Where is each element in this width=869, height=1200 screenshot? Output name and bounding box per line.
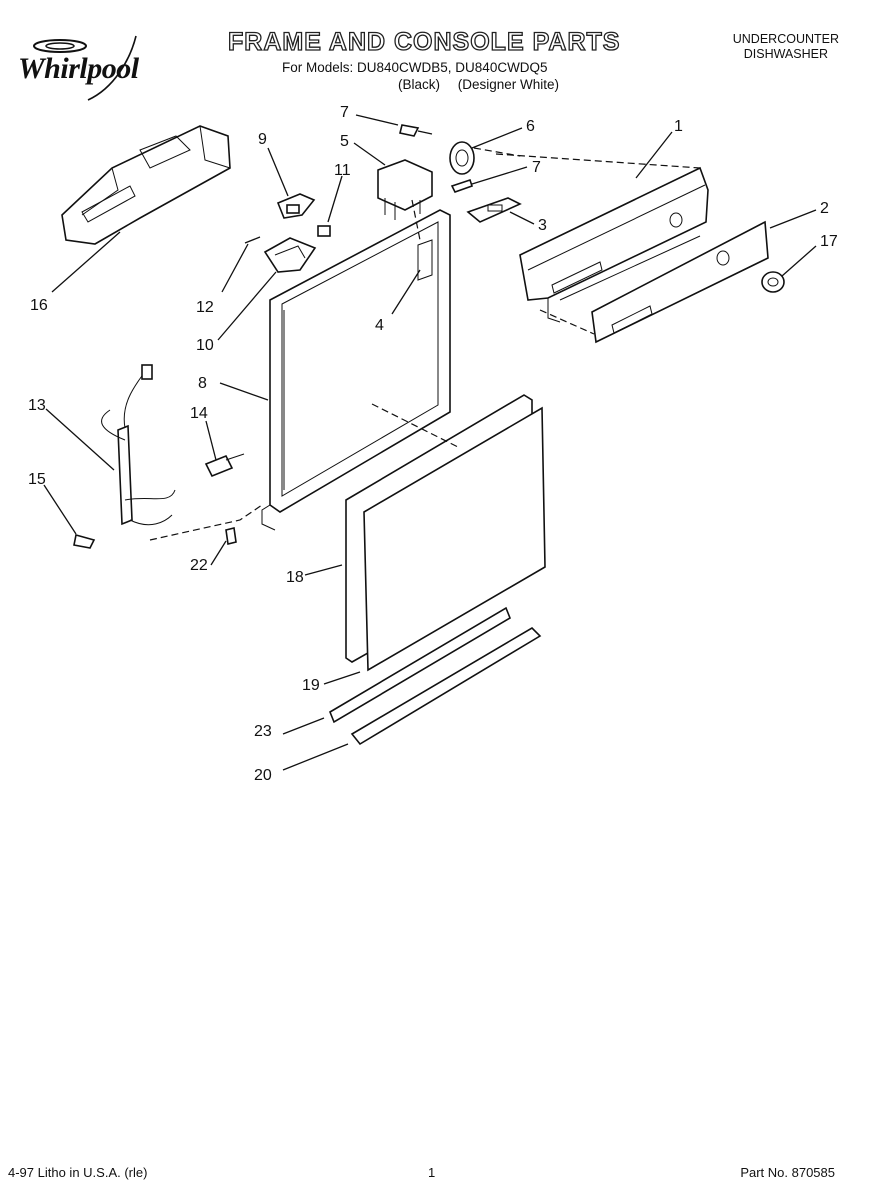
callout-8: 8 [198,375,207,392]
product-type: UNDERCOUNTER DISHWASHER [733,32,839,62]
part-2-panel-overlay [591,220,769,344]
callout-14: 14 [190,405,208,422]
part-20-bottom-trim [350,626,542,746]
part-14-switch [204,453,245,478]
callout-23: 23 [254,723,272,740]
models-line: For Models: DU840CWDB5, DU840CWDQ5 [282,60,548,75]
callout-4: 4 [375,317,384,334]
callout-17: 17 [820,233,838,250]
page-title: FRAME AND CONSOLE PARTS [227,27,621,56]
callout-19: 19 [302,677,320,694]
part-7-screw-right [450,178,474,193]
whirlpool-logo: Whirlpool [18,30,168,102]
color-black: (Black) [398,77,441,92]
part-7-screw-top [399,124,433,137]
callout-2: 2 [820,200,829,217]
part-9-switch [276,193,316,219]
callout-6: 6 [526,118,535,135]
callout-16: 16 [30,297,48,314]
product-type-line2: DISHWASHER [743,47,828,61]
callout-22: 22 [190,557,208,574]
callout-3: 3 [538,217,547,234]
callout-leaders [43,114,817,771]
part-6-dial [449,141,475,175]
callout-7b: 7 [532,159,541,176]
color-white: (Designer White) [457,77,560,92]
logo-swirl-icon [33,35,137,101]
callout-11: 11 [334,162,351,179]
brand-name: Whirlpool [18,52,139,85]
callout-18: 18 [286,569,304,586]
callout-10: 10 [196,337,214,354]
callout-12: 12 [196,299,214,316]
part-19-door-panel-front [363,406,546,672]
part-3-switch [466,197,522,223]
callout-9: 9 [258,131,267,148]
callout-13: 13 [28,397,46,414]
part-12-pin [244,236,261,244]
part-15-screw [73,533,96,549]
part-number: Part No. 870585 [740,1165,835,1180]
callout-labels: 1 2 3 4 5 6 7 7 8 9 10 11 12 13 14 15 16… [28,104,838,784]
callout-20: 20 [254,767,272,784]
callout-7a: 7 [340,104,349,121]
callout-1: 1 [674,118,683,135]
part-10-bracket [263,237,317,273]
page-number: 1 [428,1165,436,1180]
callout-5: 5 [340,133,349,150]
part-16-console-cover [61,125,231,245]
part-22-clip [225,527,237,545]
guide-lines [149,147,701,541]
product-type-line1: UNDERCOUNTER [732,32,839,46]
part-23-trim-strip [329,606,511,724]
part-11-terminal [317,225,331,237]
part-5-control-module [377,159,433,220]
color-variants: (Black) (Designer White) [398,77,559,92]
litho-note: 4-97 Litho in U.S.A. (rle) [8,1165,148,1180]
callout-15: 15 [28,471,46,488]
part-13-wire-harness [101,364,176,526]
part-8-door-frame [261,209,451,531]
part-17-knob [761,271,785,293]
